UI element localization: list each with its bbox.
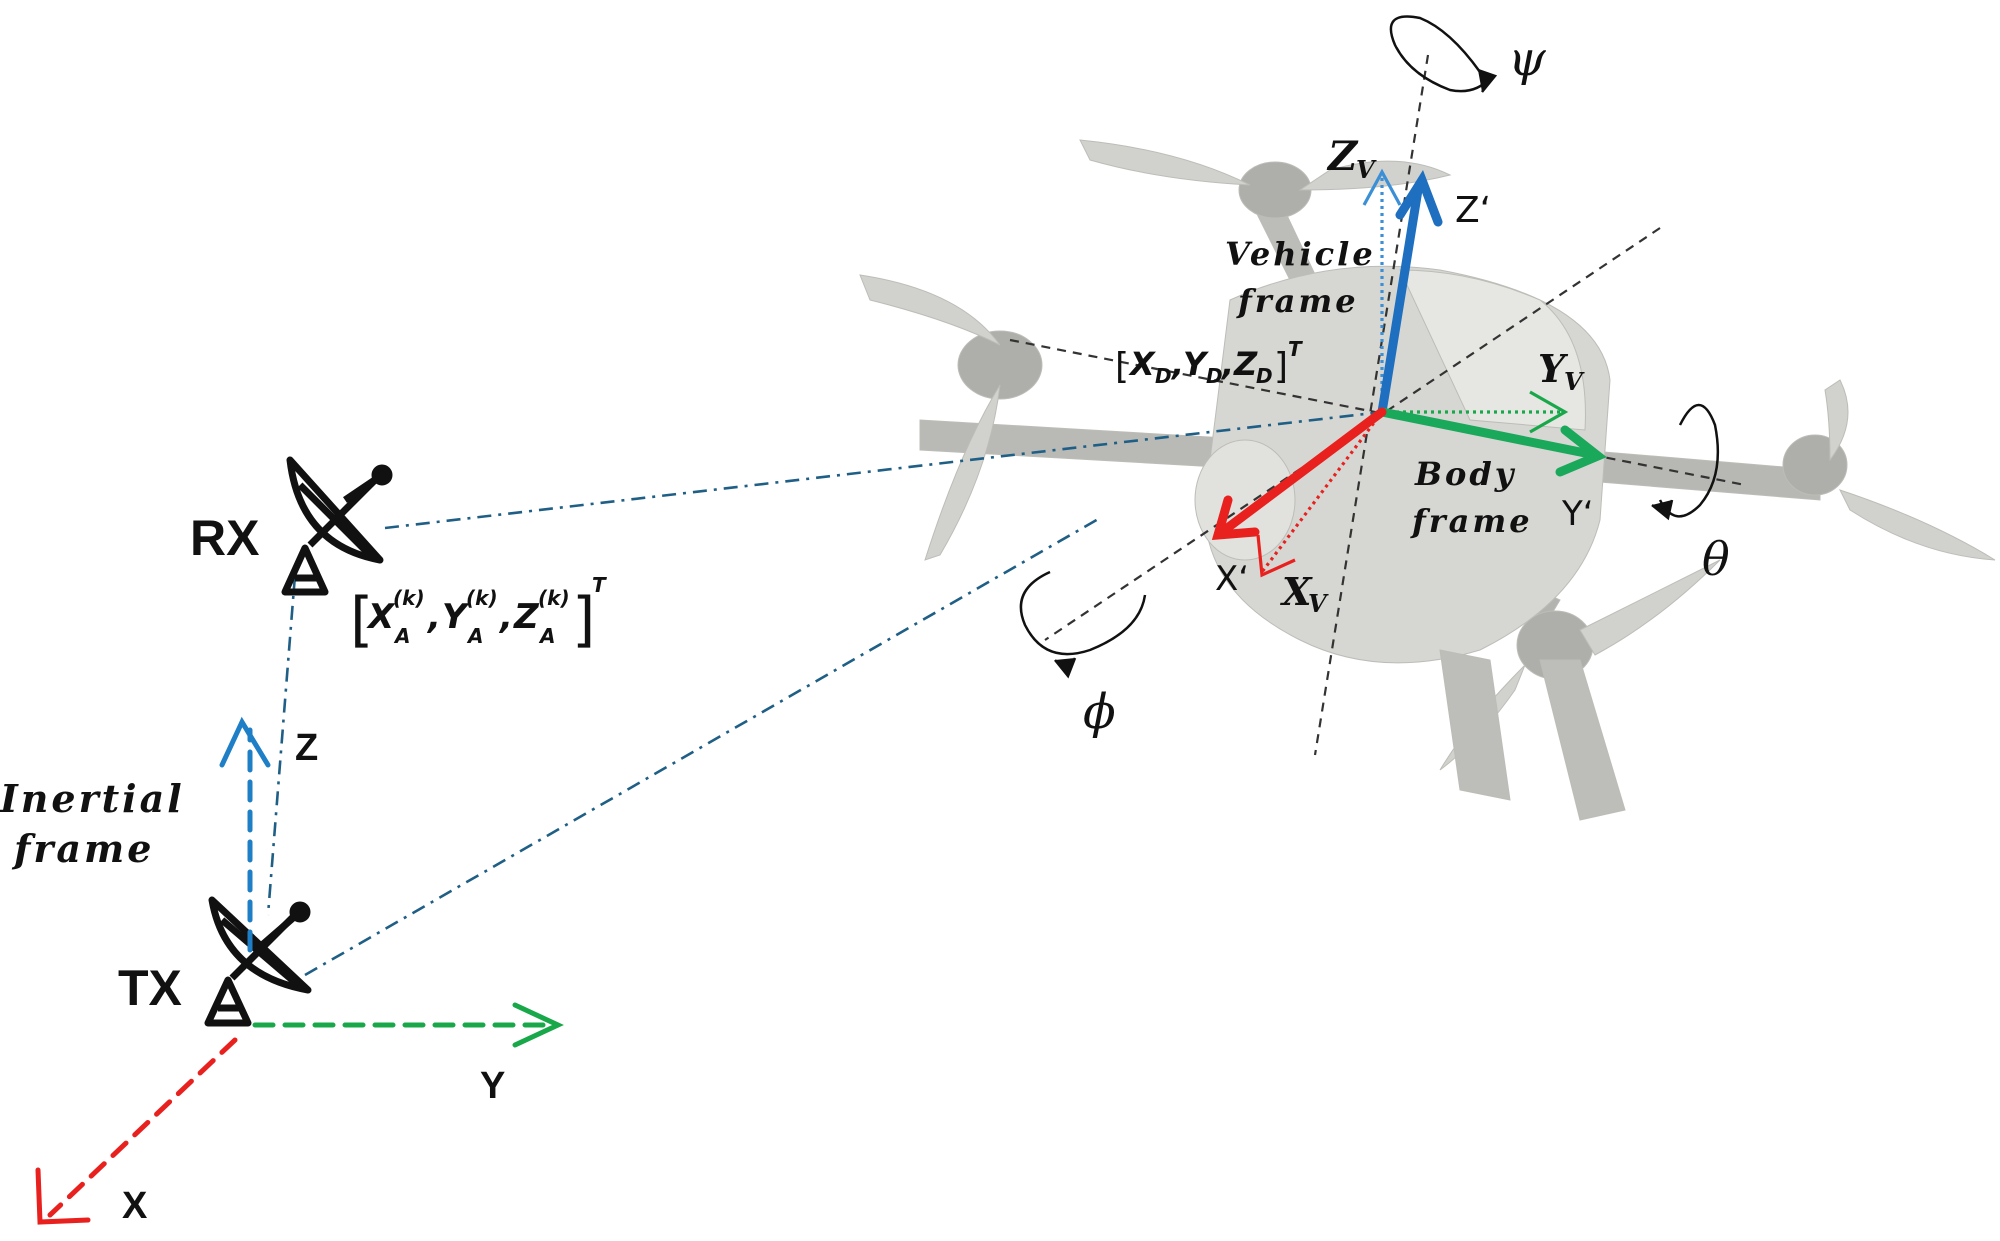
body-x-arrowhead <box>1211 495 1260 541</box>
body-frame-label-line2: frame <box>1410 502 1533 540</box>
svg-text:,: , <box>1170 345 1184 383</box>
tx-label: TX <box>118 960 182 1016</box>
inertial-y-label: Y <box>480 1065 505 1107</box>
vehicle-frame-axes <box>1256 168 1569 578</box>
svg-text:,: , <box>1220 345 1234 383</box>
svg-text:X: X <box>1128 345 1156 383</box>
z-prime-label: Z‘ <box>1455 190 1491 231</box>
body-z-arrowhead <box>1395 169 1443 227</box>
svg-text:A: A <box>538 624 555 648</box>
xv-label: X V <box>1280 569 1329 618</box>
svg-text:T: T <box>592 573 607 597</box>
vehicle-frame-label-line1: Vehicle <box>1225 235 1376 273</box>
zv-label: Z V <box>1326 133 1377 184</box>
drone-illustration <box>859 139 1996 821</box>
svg-text:D: D <box>1256 364 1273 388</box>
body-y-axis <box>1377 407 1600 460</box>
psi-label: ψ <box>1508 31 1547 87</box>
svg-text:Z: Z <box>1233 345 1258 383</box>
svg-text:(k): (k) <box>466 586 498 610</box>
vehicle-x-axis <box>1260 411 1384 573</box>
svg-text:A: A <box>393 624 410 648</box>
body-y-arrowhead <box>1555 425 1607 477</box>
rx-to-tx-link <box>266 574 297 916</box>
svg-text:]: ] <box>1274 346 1288 387</box>
body-frame-label-line1: Body <box>1414 455 1516 493</box>
tx-antenna-icon <box>204 896 312 1027</box>
y-prime-label: Y‘ <box>1561 494 1594 534</box>
inertial-z-arrowhead <box>219 716 271 768</box>
svg-text:(k): (k) <box>538 586 570 610</box>
rx-to-drone-link <box>384 410 1383 530</box>
svg-text:V: V <box>1308 589 1329 618</box>
inertial-x-axis <box>47 1037 238 1218</box>
anchor-position-vector: [ X (k) A , Y (k) A , Z (k) A ] T <box>350 573 607 655</box>
yaw-rotation-arrow <box>1389 15 1491 93</box>
vehicle-x-arrowhead <box>1256 534 1296 578</box>
inertial-x-label: X <box>122 1185 148 1227</box>
yaw-axis <box>1313 54 1430 756</box>
inertial-x-arrowhead <box>35 1167 91 1225</box>
inertial-y-arrowhead <box>512 1002 564 1048</box>
body-frame-axes <box>1211 169 1607 541</box>
vehicle-frame-label-line2: frame <box>1236 282 1359 320</box>
rx-label: RX <box>190 510 259 566</box>
x-prime-label: X‘ <box>1215 559 1249 599</box>
svg-text:[: [ <box>1115 346 1129 387</box>
svg-text:]: ] <box>572 585 595 655</box>
svg-text:X: X <box>366 597 396 637</box>
yv-label: Y V <box>1538 346 1585 396</box>
svg-text:(k): (k) <box>393 586 425 610</box>
svg-text:A: A <box>466 624 483 648</box>
body-x-axis <box>1217 407 1387 537</box>
inertial-z-label: Z <box>295 727 318 769</box>
rx-antenna-icon <box>281 456 393 596</box>
svg-text:V: V <box>1564 367 1585 396</box>
svg-text:D: D <box>1206 364 1223 388</box>
vehicle-z-arrowhead <box>1362 168 1402 206</box>
pitch-rotation-arrow <box>1658 403 1720 518</box>
roll-rotation-arrow <box>1019 570 1147 656</box>
inertial-frame-label-line1: Inertial <box>0 776 185 821</box>
svg-text:D: D <box>1155 364 1172 388</box>
svg-text:Y: Y <box>1183 345 1209 383</box>
svg-text:X: X <box>1280 569 1313 614</box>
vehicle-y-arrowhead <box>1529 390 1569 434</box>
svg-text:,: , <box>498 597 513 637</box>
svg-text:T: T <box>1288 337 1303 361</box>
phi-label: ϕ <box>1083 684 1116 740</box>
svg-text:[: [ <box>350 585 373 655</box>
svg-text:Z: Z <box>1326 133 1359 180</box>
svg-text:V: V <box>1356 155 1377 184</box>
body-z-axis <box>1377 185 1423 417</box>
svg-text:Y: Y <box>442 597 470 637</box>
svg-text:Z: Z <box>513 597 540 637</box>
svg-text:Y: Y <box>1538 346 1569 391</box>
inertial-frame-axes <box>35 716 564 1225</box>
svg-text:,: , <box>426 597 441 637</box>
link-lines <box>266 410 1383 977</box>
rotation-arrows <box>1019 15 1720 679</box>
theta-label: θ <box>1702 532 1730 586</box>
drone-position-vector: [ X D , Y D , Z D ] T <box>1115 337 1303 388</box>
inertial-frame-label-line2: frame <box>11 826 154 871</box>
